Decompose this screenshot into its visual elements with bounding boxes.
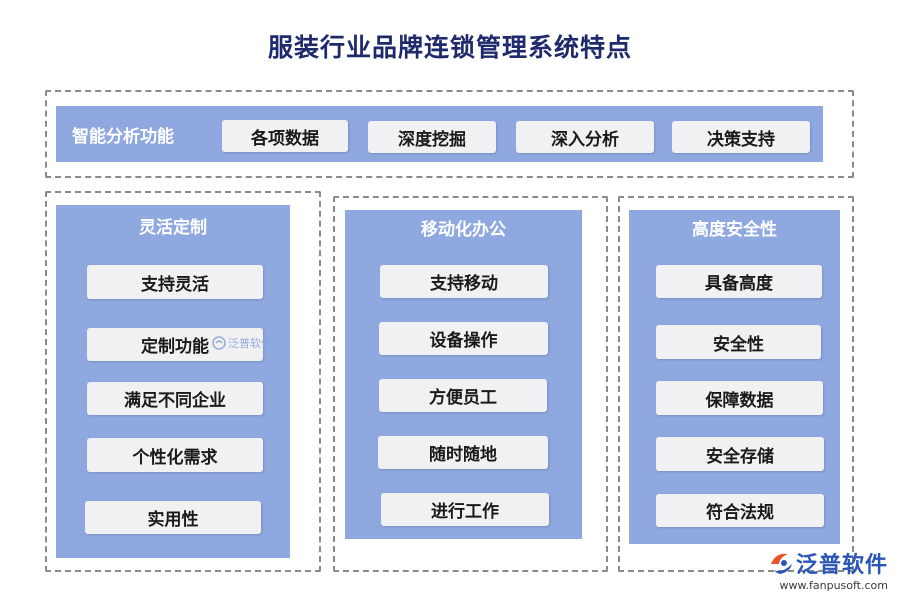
- top-item-2: 深度挖掘: [368, 121, 496, 153]
- column-2-item-2: 设备操作: [379, 322, 548, 355]
- top-section-frame: [45, 90, 854, 178]
- column-1-title: 灵活定制: [139, 218, 207, 238]
- column-2-item-1: 支持移动: [380, 265, 548, 298]
- fanpu-watermark-icon: [212, 336, 226, 350]
- column-2-panel: 移动化办公: [345, 210, 582, 539]
- column-1-item-2: 定制功能: [87, 328, 263, 361]
- column-3-frame: [618, 196, 854, 572]
- column-2-title: 移动化办公: [421, 220, 506, 240]
- column-2-item-4: 随时随地: [378, 436, 548, 469]
- column-1-item-3: 满足不同企业: [87, 382, 263, 415]
- fanpu-logo-icon: [770, 553, 792, 574]
- top-item-1: 各项数据: [222, 120, 348, 152]
- column-2-item-5: 进行工作: [381, 493, 549, 526]
- top-item-4: 决策支持: [672, 121, 810, 153]
- column-2-item-3: 方便员工: [379, 379, 547, 412]
- column-3-item-2: 安全性: [656, 325, 821, 359]
- page-title: 服装行业品牌连锁管理系统特点: [267, 33, 632, 62]
- column-3-item-4: 安全存储: [656, 437, 824, 471]
- column-1-item-1: 支持灵活: [87, 265, 263, 299]
- column-1-item-4: 个性化需求: [87, 438, 263, 472]
- watermark-text: 泛普软件: [228, 337, 272, 350]
- smart-analysis-label: 智能分析功能: [72, 127, 174, 147]
- column-3-item-3: 保障数据: [656, 381, 823, 415]
- column-1-item-5: 实用性: [85, 501, 261, 534]
- column-2-frame: [333, 196, 608, 572]
- brand-logo: 泛普软件 www.fanpusoft.com: [768, 547, 888, 592]
- column-1-frame: [45, 191, 321, 572]
- column-3-title: 高度安全性: [692, 220, 777, 240]
- logo-url: www.fanpusoft.com: [779, 579, 888, 592]
- watermark: 泛普软件: [212, 335, 272, 351]
- column-3-item-5: 符合法规: [656, 494, 824, 527]
- top-item-3: 深入分析: [516, 121, 654, 153]
- column-1-panel: 灵活定制: [56, 205, 290, 558]
- column-3-item-1: 具备高度: [656, 265, 822, 298]
- logo-name: 泛普软件: [795, 553, 888, 578]
